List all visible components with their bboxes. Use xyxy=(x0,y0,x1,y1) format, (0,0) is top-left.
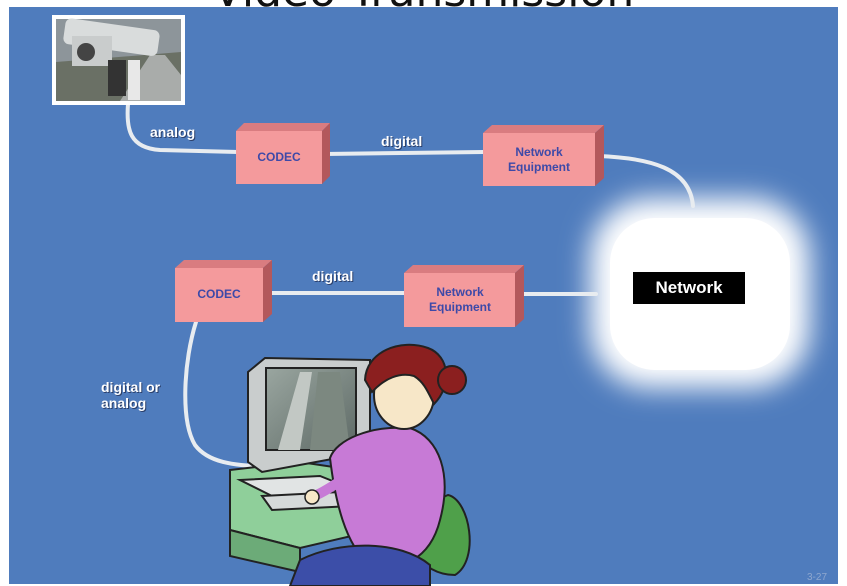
page-number: 3-27 xyxy=(806,572,827,583)
network-label: Network xyxy=(633,272,745,304)
digital-or-analog-label: digital or analog xyxy=(101,379,161,411)
codec-top-label: CODEC xyxy=(257,150,301,164)
network-equipment-bottom-box xyxy=(404,265,524,327)
network-equipment-top-box xyxy=(483,125,604,186)
digital-bottom-label: digital xyxy=(312,268,354,284)
cables xyxy=(125,102,695,469)
codec-top-box xyxy=(236,123,330,184)
woman-at-computer-illustration xyxy=(229,343,471,586)
codec-bottom-box xyxy=(175,260,272,322)
network-equipment-top-label: Network Equipment xyxy=(508,145,570,174)
codec-bottom-label: CODEC xyxy=(197,287,241,301)
slide-title: Video Transmission xyxy=(0,0,847,14)
analog-label: analog xyxy=(150,124,196,140)
camera-photo xyxy=(52,15,185,105)
digital-top-label: digital xyxy=(381,133,423,149)
network-equipment-bottom-label: Network Equipment xyxy=(429,285,491,314)
